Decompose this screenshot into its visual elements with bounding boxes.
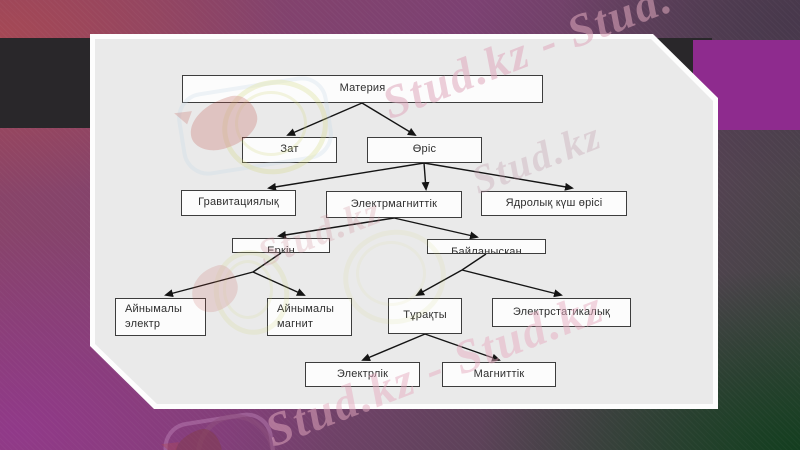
connector-lines [164,102,574,362]
node-oris: Өріс [367,137,482,163]
node-erkin: Еркін [232,238,330,253]
node-label: Ядролық күш өрісі [505,196,603,209]
connector-line [277,217,395,239]
node-turaqty: Тұрақты [388,298,462,334]
node-label: Зат [280,143,299,156]
node-bailanysqan: Байланысқан [427,239,546,254]
connector-line [415,269,463,296]
node-label: Тұрақты [403,309,447,322]
connector-line [461,253,487,271]
node-label: Материя [339,82,386,95]
connector-line [252,271,306,296]
node-label: Айнымалы магнит [277,302,335,330]
node-yadrolyq: Ядролық күш өрісі [481,191,627,216]
node-label: Байланысқан [451,246,522,254]
node-magnittik: Магниттік [442,362,556,387]
node-label: Электрмагниттік [350,197,438,210]
node-gravitatsiyalyq: Гравитациялық [181,190,296,216]
node-label: Гравитациялық [198,196,279,209]
node-ainymaly-elektr: Айнымалы электр [115,298,206,336]
node-label: Магниттік [473,367,525,380]
node-ainymaly-magnit: Айнымалы магнит [267,298,352,336]
node-label: Электрлік [336,367,389,380]
connector-line [286,102,363,136]
connector-line [361,102,417,137]
connector-line [461,269,563,298]
node-elektrstatikalyq: Электрстатикалық [492,298,631,327]
node-label: Айнымалы электр [125,302,183,330]
node-materiya: Материя [182,75,543,103]
connector-line [267,162,425,191]
connector-line [164,271,254,298]
connector-line [361,333,426,361]
node-elektrlik: Электрлік [305,362,420,387]
node-label: Еркін [267,245,295,253]
node-label: Электрстатикалық [512,305,611,318]
node-label: Өріс [412,143,437,156]
connector-line [423,162,574,191]
connector-line [252,252,282,273]
node-elektrmagnittik: Электрмагниттік [326,191,462,218]
node-zat: Зат [242,137,337,163]
connector-line [421,162,430,191]
connector-line [393,217,479,240]
connector-line [424,333,501,362]
